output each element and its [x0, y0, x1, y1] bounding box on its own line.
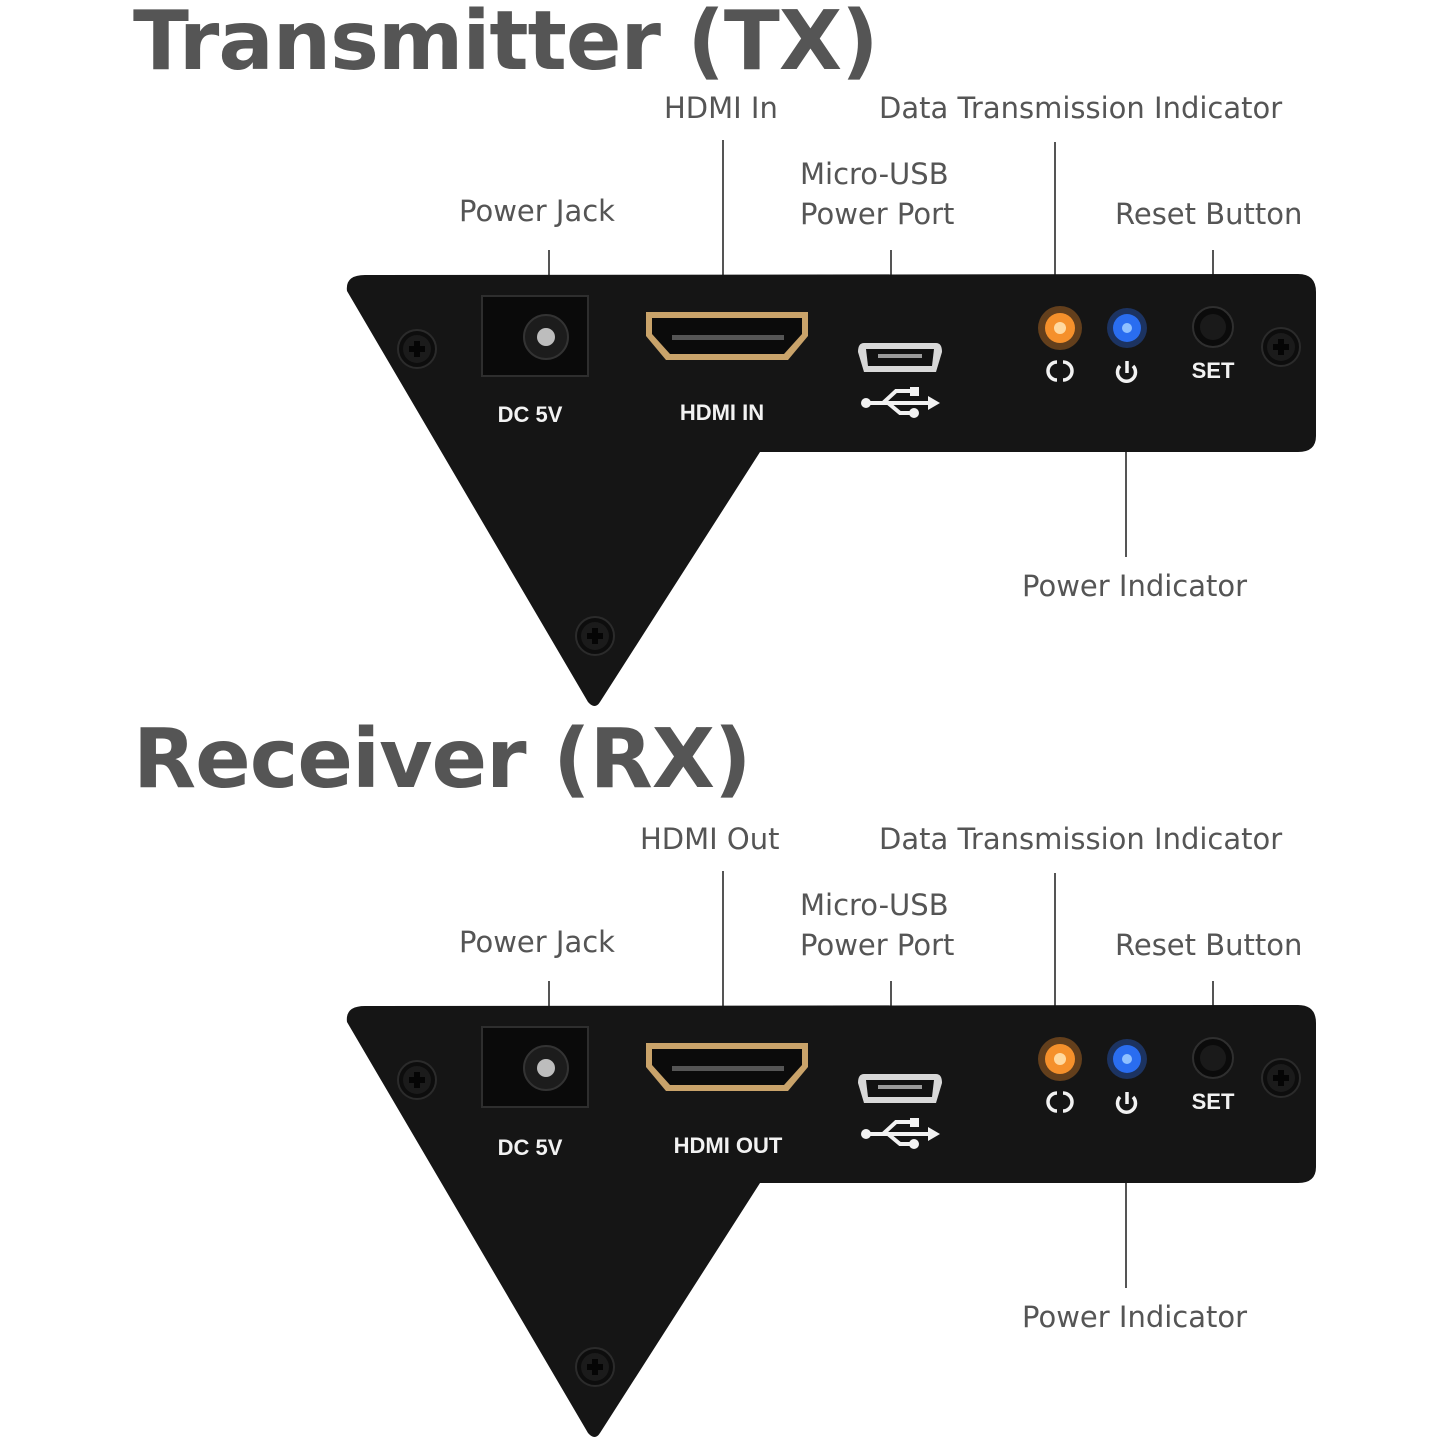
micro-usb-callout-line2: Power Port [800, 928, 955, 962]
hdmi-port [646, 1043, 808, 1091]
transmitter-device: DC 5V HDMI IN SET [346, 140, 1316, 706]
reset-button-callout: Reset Button [1115, 197, 1303, 231]
micro-usb-callout-line1: Micro-USB [800, 888, 949, 922]
dc-label: DC 5V [498, 402, 563, 427]
data-indicator-callout: Data Transmission Indicator [879, 91, 1283, 125]
power-indicator-callout: Power Indicator [1022, 1300, 1248, 1334]
micro-usb-callout-line1: Micro-USB [800, 157, 949, 191]
screw-icon [575, 1347, 615, 1387]
set-label: SET [1192, 1089, 1235, 1114]
receiver-device: DC 5V HDMI OUT SET [346, 871, 1316, 1437]
screw-icon [1261, 1058, 1301, 1098]
transmitter-title: Transmitter (TX) [133, 0, 879, 89]
power-indicator-callout: Power Indicator [1022, 569, 1248, 603]
micro-usb-port [858, 1074, 942, 1103]
dc-power-jack [481, 295, 589, 377]
transmitter-section: Transmitter (TX) HDMI In Data Transmissi… [133, 0, 1316, 706]
usb-icon [866, 389, 928, 415]
hdmi-out-callout: HDMI Out [640, 822, 780, 856]
hdmi-in-callout: HDMI In [664, 91, 778, 125]
screw-icon [575, 616, 615, 656]
dc-power-jack [481, 1026, 589, 1108]
hdmi-label: HDMI IN [680, 400, 764, 425]
power-icon [1115, 361, 1138, 383]
set-label: SET [1192, 358, 1235, 383]
power-jack-callout: Power Jack [459, 194, 615, 228]
receiver-panel [346, 1005, 1316, 1437]
receiver-title: Receiver (RX) [133, 712, 751, 807]
dc-label: DC 5V [498, 1135, 563, 1160]
hdmi-port [646, 312, 808, 360]
reset-button-callout: Reset Button [1115, 928, 1303, 962]
transmitter-panel [346, 274, 1316, 706]
hdmi-label: HDMI OUT [674, 1133, 783, 1158]
sync-icon [1046, 360, 1074, 382]
usb-icon [866, 1120, 928, 1146]
screw-icon [1261, 327, 1301, 367]
power-icon [1115, 1092, 1138, 1114]
screw-icon [397, 329, 437, 369]
data-indicator-callout: Data Transmission Indicator [879, 822, 1283, 856]
micro-usb-port [858, 343, 942, 372]
receiver-section: Receiver (RX) HDMI Out Data Transmission… [0, 712, 1445, 1445]
power-jack-callout: Power Jack [459, 925, 615, 959]
micro-usb-callout-line2: Power Port [800, 197, 955, 231]
screw-icon [397, 1060, 437, 1100]
sync-icon [1046, 1091, 1074, 1113]
